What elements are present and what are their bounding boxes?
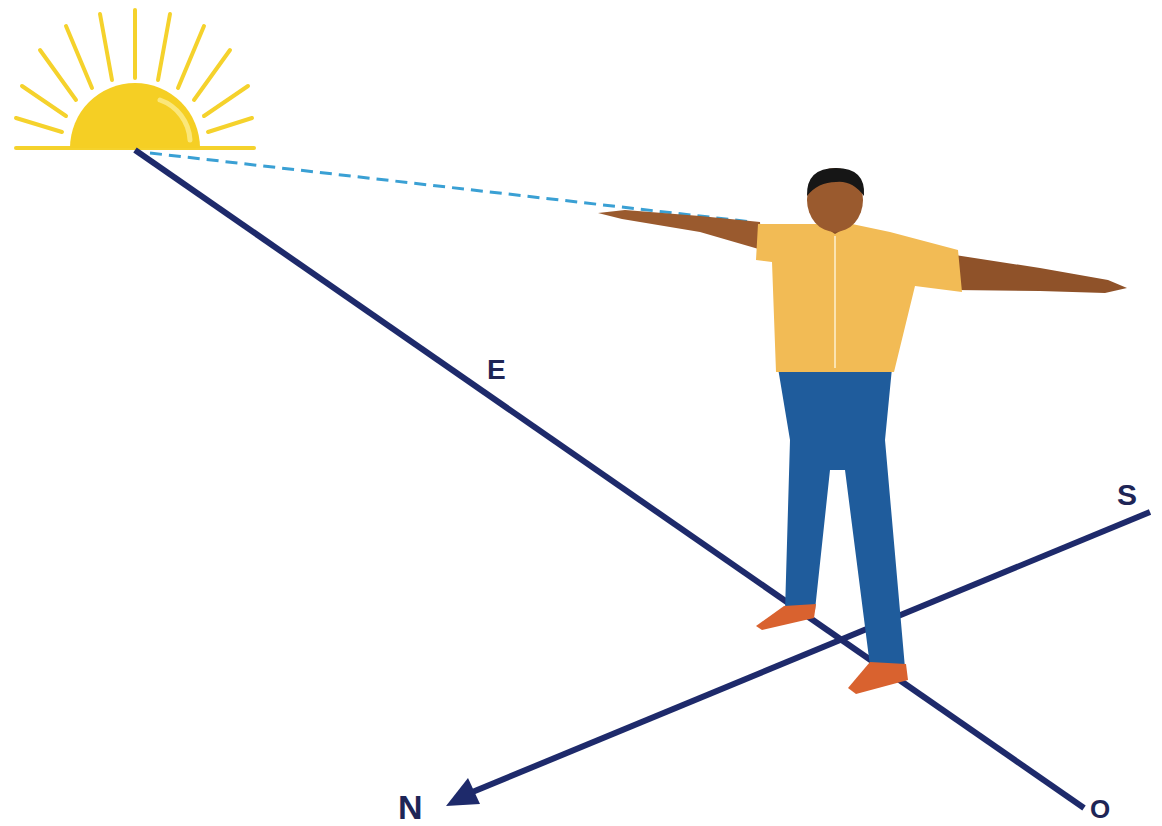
sun-highlight <box>160 100 190 140</box>
person <box>598 168 1127 694</box>
east-label: E <box>487 356 506 384</box>
north-label: N <box>398 790 423 824</box>
sight-line <box>150 153 752 222</box>
north-arrowhead <box>446 778 480 806</box>
east-west-line <box>135 150 1084 808</box>
west-label: O <box>1090 796 1110 822</box>
sun <box>16 10 254 148</box>
sun-disc <box>70 83 200 148</box>
south-label: S <box>1117 480 1137 510</box>
